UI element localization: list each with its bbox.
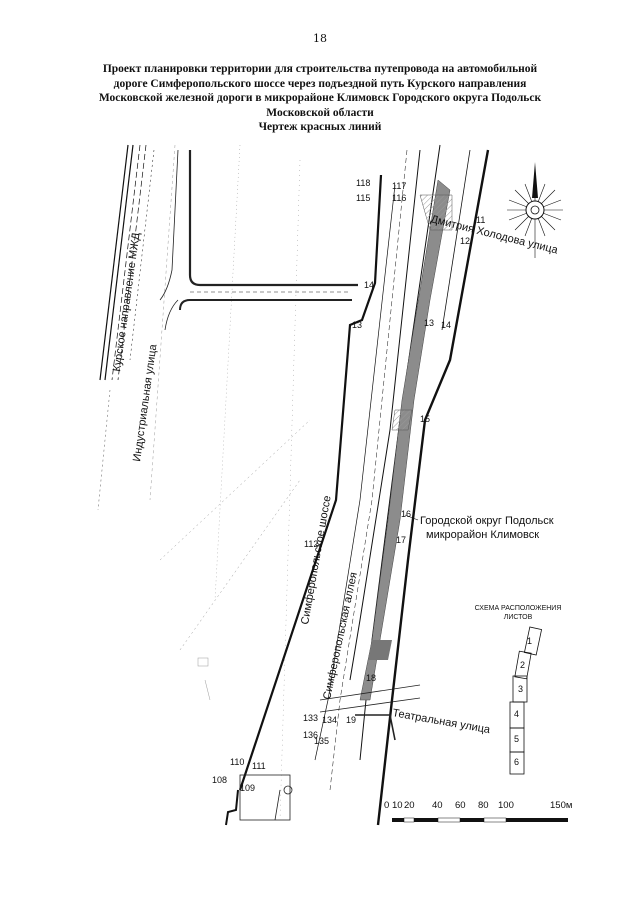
point-label: 112 [304, 539, 318, 549]
sheet-number: 1 [527, 636, 532, 646]
title-line: Московской железной дороги в микрорайоне… [98, 92, 542, 104]
sheet-number: 3 [518, 684, 523, 694]
label-kursk-railway: Курское направление МЖД [111, 231, 142, 372]
scale-tick-label: 40 [432, 800, 443, 811]
scale-tick-label: 60 [455, 800, 466, 811]
point-label: 108 [212, 775, 227, 785]
point-label: 117 [392, 181, 406, 191]
background-parcels [149, 144, 311, 821]
sheet-scheme [509, 626, 543, 775]
railway-tracks [99, 144, 155, 381]
point-label: 12 [460, 236, 470, 246]
title-line: Проект планировки территории для строите… [102, 63, 538, 75]
sheet-number: 5 [514, 734, 519, 744]
point-label: 118 [356, 178, 370, 188]
scale-tick-label: 0 [384, 800, 390, 811]
point-label: 110 [230, 757, 244, 767]
highway-red-lines [225, 144, 490, 826]
sheet-scheme-title-line: ЛИСТОВ [503, 614, 533, 621]
scale-bar [392, 817, 568, 823]
title-line: Чертеж красных линий [258, 121, 382, 133]
point-label: 15 [420, 414, 430, 424]
point-label: 116 [392, 193, 406, 203]
industrial-street [159, 149, 358, 331]
point-label: 109 [240, 783, 255, 793]
scale-tick-label: 80 [478, 800, 489, 811]
point-label: 13 [424, 318, 434, 328]
label-industrial-street: Индустриальная улица [131, 343, 159, 463]
district-leader-line [404, 514, 419, 521]
bottom-details [239, 774, 293, 821]
scale-tick-label: 150м [550, 800, 573, 811]
scale-tick-label: 10 [392, 800, 403, 811]
label-district-line2: микрорайон Климовск [426, 529, 539, 541]
point-label: 14 [441, 320, 451, 330]
sheet-number: 4 [514, 709, 519, 719]
hatched-area [391, 409, 413, 431]
point-label: 134 [322, 715, 337, 725]
scale-tick-label: 20 [404, 800, 415, 811]
sheet-number: 6 [514, 757, 519, 767]
point-label: 17 [396, 535, 406, 545]
theatre-street [319, 684, 421, 741]
point-label: 14 [364, 280, 374, 290]
point-label: 115 [356, 193, 370, 203]
point-label: 136 [303, 730, 318, 740]
title-line: дороге Симферопольского шоссе через подъ… [113, 77, 527, 90]
sheet-scheme-title: СХЕМА РАСПОЛОЖЕНИЯ ЛИСТОВ [462, 604, 574, 622]
sheet-scheme-title-line: СХЕМА РАСПОЛОЖЕНИЯ [474, 605, 562, 612]
document-title: Проект планировки территории для строите… [60, 62, 580, 135]
sheet-number: 2 [520, 660, 525, 670]
railway-spur [97, 389, 111, 511]
label-simferopol-highway: Симферопольское шоссе [299, 495, 334, 626]
compass-rose-icon [507, 162, 563, 258]
point-label: 18 [366, 673, 376, 683]
scale-tick-label: 100 [498, 800, 514, 811]
point-label: 19 [346, 715, 356, 725]
alley-block [368, 640, 392, 660]
point-label: 135 [314, 736, 329, 746]
label-theatre-street: Театральная улица [391, 707, 491, 736]
page-number: 18 [313, 32, 327, 45]
point-label: 133 [303, 713, 318, 723]
label-district-line1: Городской округ Подольск [420, 515, 554, 527]
label-kholodov-street: Дмитрия Холодова улица [429, 213, 560, 256]
title-line: Московской области [266, 106, 374, 119]
hatched-area [419, 194, 453, 231]
alley-strip [359, 179, 451, 701]
point-label: 111 [252, 761, 266, 771]
point-label: 11 [476, 215, 485, 225]
label-simferopol-alley: Симферопольская аллея [321, 571, 360, 700]
point-label: 16 [401, 509, 411, 519]
point-label: 13 [352, 320, 362, 330]
